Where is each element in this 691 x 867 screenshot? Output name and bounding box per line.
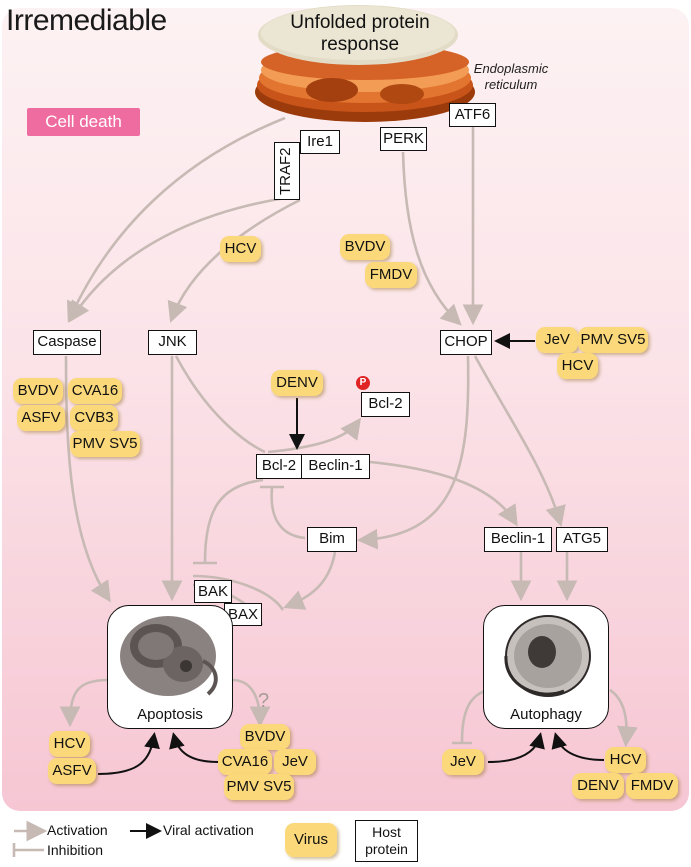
- arrow-jnk-bcl2: [174, 355, 266, 454]
- viral-arrow-hcv-auto: [551, 732, 605, 761]
- arc-bak: [192, 574, 285, 611]
- arrow-chop-atg5: [473, 355, 566, 527]
- arrow-traf2-caspase: [69, 196, 286, 323]
- legend-host-protein: Host protein: [355, 820, 418, 862]
- virus-hcv-autophagy: HCV: [605, 747, 646, 773]
- virus-denv-autophagy: DENV: [572, 773, 624, 799]
- inhibit-bim-bcl2: [270, 487, 306, 540]
- beclin1-complex-box: Beclin-1: [301, 454, 370, 479]
- virus-cvb3-caspase: CVB3: [70, 405, 118, 431]
- apoptotic-cell-image: [120, 616, 218, 696]
- virus-bvdv-caspase: BVDV: [13, 378, 63, 404]
- cell-death-badge: Cell death: [27, 108, 140, 136]
- arrow-perk-chop: [401, 151, 462, 326]
- virus-fmdv-autophagy: FMDV: [626, 773, 678, 799]
- virus-denv-bcl2: DENV: [271, 370, 323, 396]
- virus-asfv-apoptosis: ASFV: [48, 758, 96, 784]
- virus-cva16-apoptosis: CVA16: [218, 749, 272, 775]
- virus-hcv-apoptosis: HCV: [49, 731, 90, 757]
- virus-cva16-caspase: CVA16: [68, 378, 122, 404]
- virus-pmv-caspase: PMV SV5: [70, 431, 140, 457]
- virus-pmv-chop: PMV SV5: [578, 327, 648, 353]
- arrow-caspase-apoptosis: [64, 355, 111, 603]
- er-label: Endoplasmic reticulum: [473, 61, 549, 92]
- arrow-autophagy-hcv: [609, 688, 638, 748]
- page-title: Irremediable: [6, 4, 167, 37]
- bak-box: BAK: [194, 580, 232, 603]
- bim-box: Bim: [307, 527, 357, 552]
- virus-jev-chop: JeV: [536, 327, 578, 353]
- beclin1-box: Beclin-1: [484, 527, 552, 552]
- autophagy-label: Autophagy: [510, 706, 582, 723]
- viral-arrow-cva16: [169, 732, 219, 763]
- apoptosis-panel: Apoptosis: [107, 605, 233, 729]
- perk-box: PERK: [380, 127, 427, 151]
- apoptosis-label: Apoptosis: [137, 706, 203, 723]
- traf2-box: TRAF2: [274, 142, 300, 200]
- viral-arrow-asfv: [97, 732, 160, 775]
- legend-inhibition: Inhibition: [47, 842, 104, 858]
- upr-label: Unfolded protein response: [290, 12, 430, 55]
- legend-viral-activation: Viral activation: [163, 822, 254, 838]
- ire1-box: Ire1: [300, 130, 340, 154]
- arrow-bcl2-phospho: [267, 417, 362, 454]
- virus-fmdv-chop: FMDV: [365, 262, 417, 288]
- bcl2-phospho-box: Bcl-2: [361, 392, 410, 417]
- arrow-apoptosis-hcv: [59, 678, 109, 728]
- chop-box: CHOP: [440, 330, 492, 355]
- autophagy-panel: Autophagy: [483, 605, 609, 729]
- legend-virus: Virus: [285, 823, 337, 857]
- virus-asfv-caspase: ASFV: [17, 405, 65, 431]
- bax-box: BAX: [224, 603, 262, 626]
- autophagosome-image: [504, 615, 591, 697]
- arrow-apoptosis-bvdv: [231, 678, 271, 728]
- viral-arrow-jev-auto: [487, 732, 545, 763]
- jnk-box: JNK: [148, 330, 197, 355]
- virus-pmv-apoptosis: PMV SV5: [224, 774, 294, 800]
- inhibit-bcl2-bak: [203, 478, 264, 563]
- virus-jev-apoptosis: JeV: [274, 749, 316, 775]
- virus-bvdv-apoptosis: BVDV: [240, 724, 290, 750]
- atg5-box: ATG5: [556, 527, 608, 552]
- virus-hcv-jnk: HCV: [220, 236, 261, 262]
- virus-jev-autophagy: JeV: [442, 749, 484, 775]
- arrow-er-caspase: [66, 116, 286, 323]
- virus-hcv-chop: HCV: [557, 353, 598, 379]
- legend-activation: Activation: [47, 822, 108, 838]
- virus-bvdv-chop: BVDV: [340, 234, 390, 260]
- question-mark: ?: [258, 690, 270, 712]
- caspase-box: Caspase: [33, 330, 101, 355]
- atf6-box: ATF6: [449, 103, 496, 127]
- arrow-beclin-beclin: [369, 460, 518, 527]
- arrow-bim-bakbax: [283, 551, 337, 610]
- phospho-marker: P: [356, 376, 370, 390]
- bcl2-box: Bcl-2: [256, 454, 302, 479]
- arrow-chop-bim: [356, 355, 470, 550]
